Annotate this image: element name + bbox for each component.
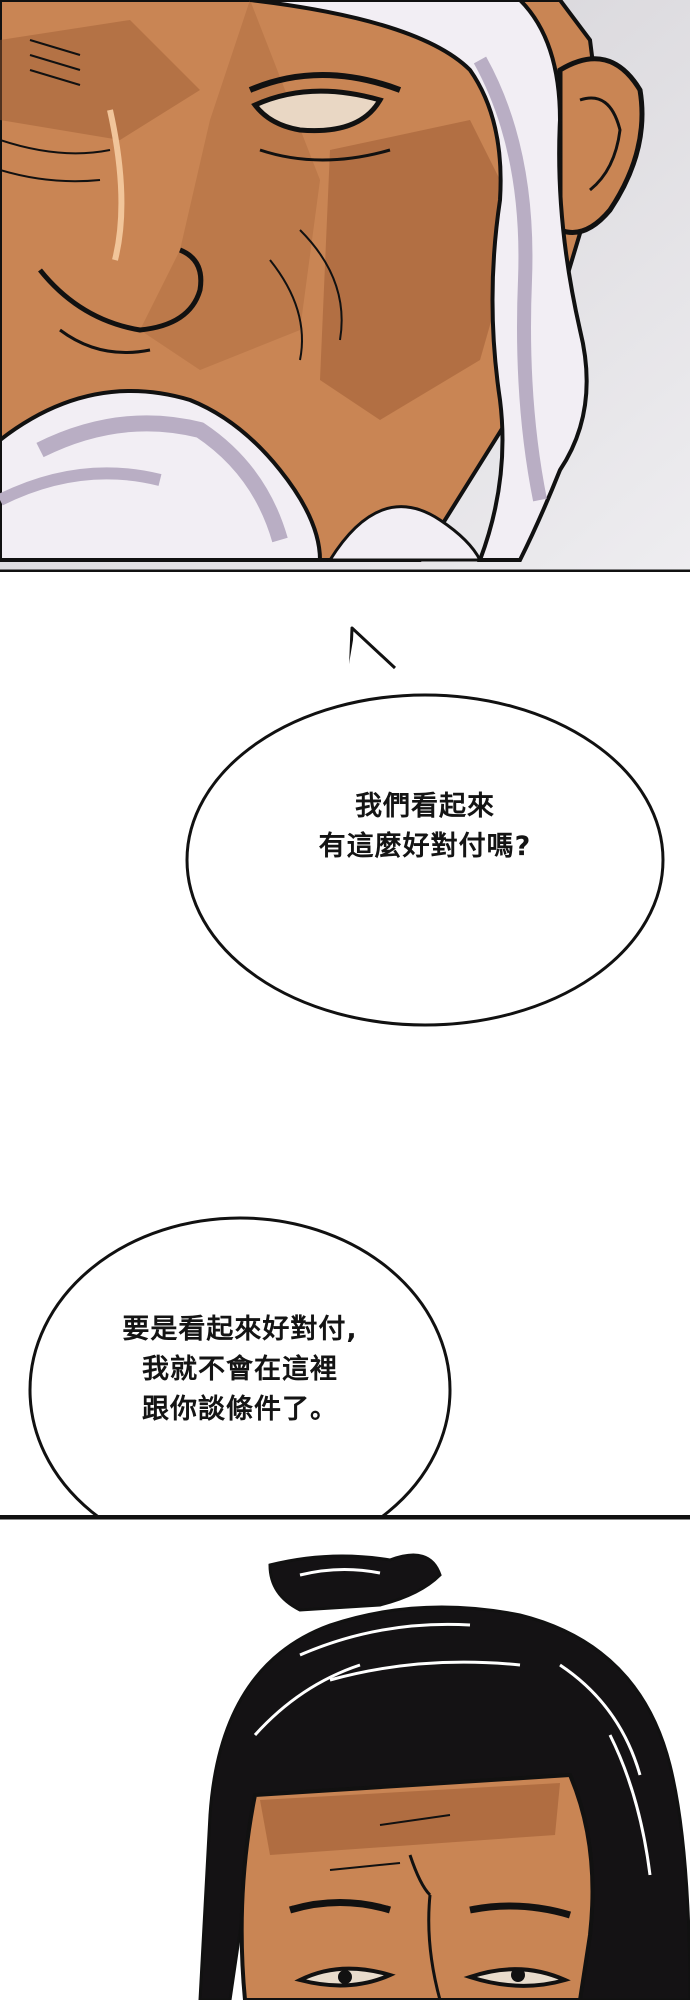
elder-face-panel xyxy=(0,0,690,572)
elder-ear xyxy=(557,56,645,235)
warrior-reply-text: 要是看起來好對付, 我就不會在這裡 跟你談條件了。 xyxy=(60,1310,420,1430)
bubble-line: 有這麼好對付嗎? xyxy=(318,831,532,862)
bubble-line: 要是看起來好對付, xyxy=(122,1314,358,1345)
elder-eye xyxy=(251,88,384,134)
warrior-panel xyxy=(0,1515,690,2000)
elder-nose xyxy=(38,247,204,333)
warrior-left-brow xyxy=(288,1899,392,1914)
elder-white-hair xyxy=(249,0,589,562)
bubble-line: 我們看起來 xyxy=(355,791,495,822)
bubble-line: 我就不會在這裡 xyxy=(142,1354,338,1385)
elder-question-text: 我們看起來 有這麼好對付嗎? xyxy=(230,787,620,867)
warrior-right-brow xyxy=(469,1902,572,1919)
speech-bubble-elder xyxy=(185,626,665,1027)
warrior-topknot xyxy=(268,1553,442,1612)
bubble-line: 跟你談條件了。 xyxy=(142,1394,338,1425)
